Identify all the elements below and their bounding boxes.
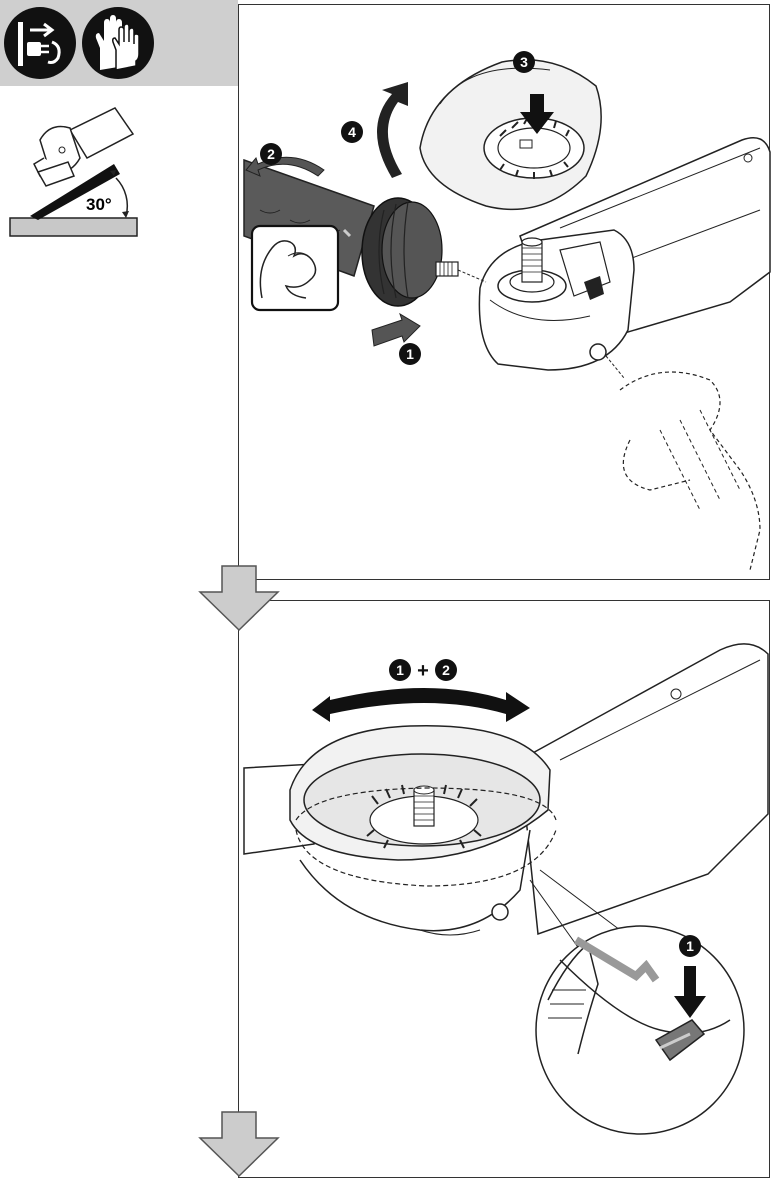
wheel-guard-1 [419,59,602,211]
step-badge-4: 4 [341,121,363,143]
gloves-icon [82,7,154,79]
svg-text:2: 2 [442,662,450,678]
grinding-disc [30,164,120,220]
angle-label: 30° [86,195,112,214]
svg-text:1: 1 [686,938,694,954]
strength-inset [250,224,340,312]
turn-guard-arrow [377,82,408,178]
lever-press-arrow [674,966,706,1018]
svg-text:4: 4 [348,124,356,140]
next-step-arrow-2 [198,1111,280,1178]
svg-text:2: 2 [267,146,275,162]
spindle-flange-1 [497,237,567,303]
lever-detail-inset: 1 [529,869,745,1135]
grinder-angle-figure: 30° [9,107,138,237]
wheel-guard-2 [289,724,557,887]
twist-arrow [245,156,325,177]
step-badge-1: 1 [399,343,421,365]
dashed-handle-outline [619,371,761,571]
step-badge-2: 2 [260,143,282,165]
step-badge-3: 3 [513,51,535,73]
pull-off-arrow [371,312,421,347]
next-step-arrow-1 [198,565,280,632]
workpiece [9,217,138,237]
svg-text:3: 3 [520,54,528,70]
grinder-body-1 [478,137,771,379]
movement-arrows-1 [245,82,554,347]
svg-text:1: 1 [396,662,404,678]
unplug-icon [4,7,76,79]
rotate-guard-arrow [312,688,530,722]
rotate-label: 1 + 2 [389,659,457,682]
svg-text:+: + [417,660,429,682]
press-arrow [520,94,554,134]
svg-text:1: 1 [406,346,414,362]
